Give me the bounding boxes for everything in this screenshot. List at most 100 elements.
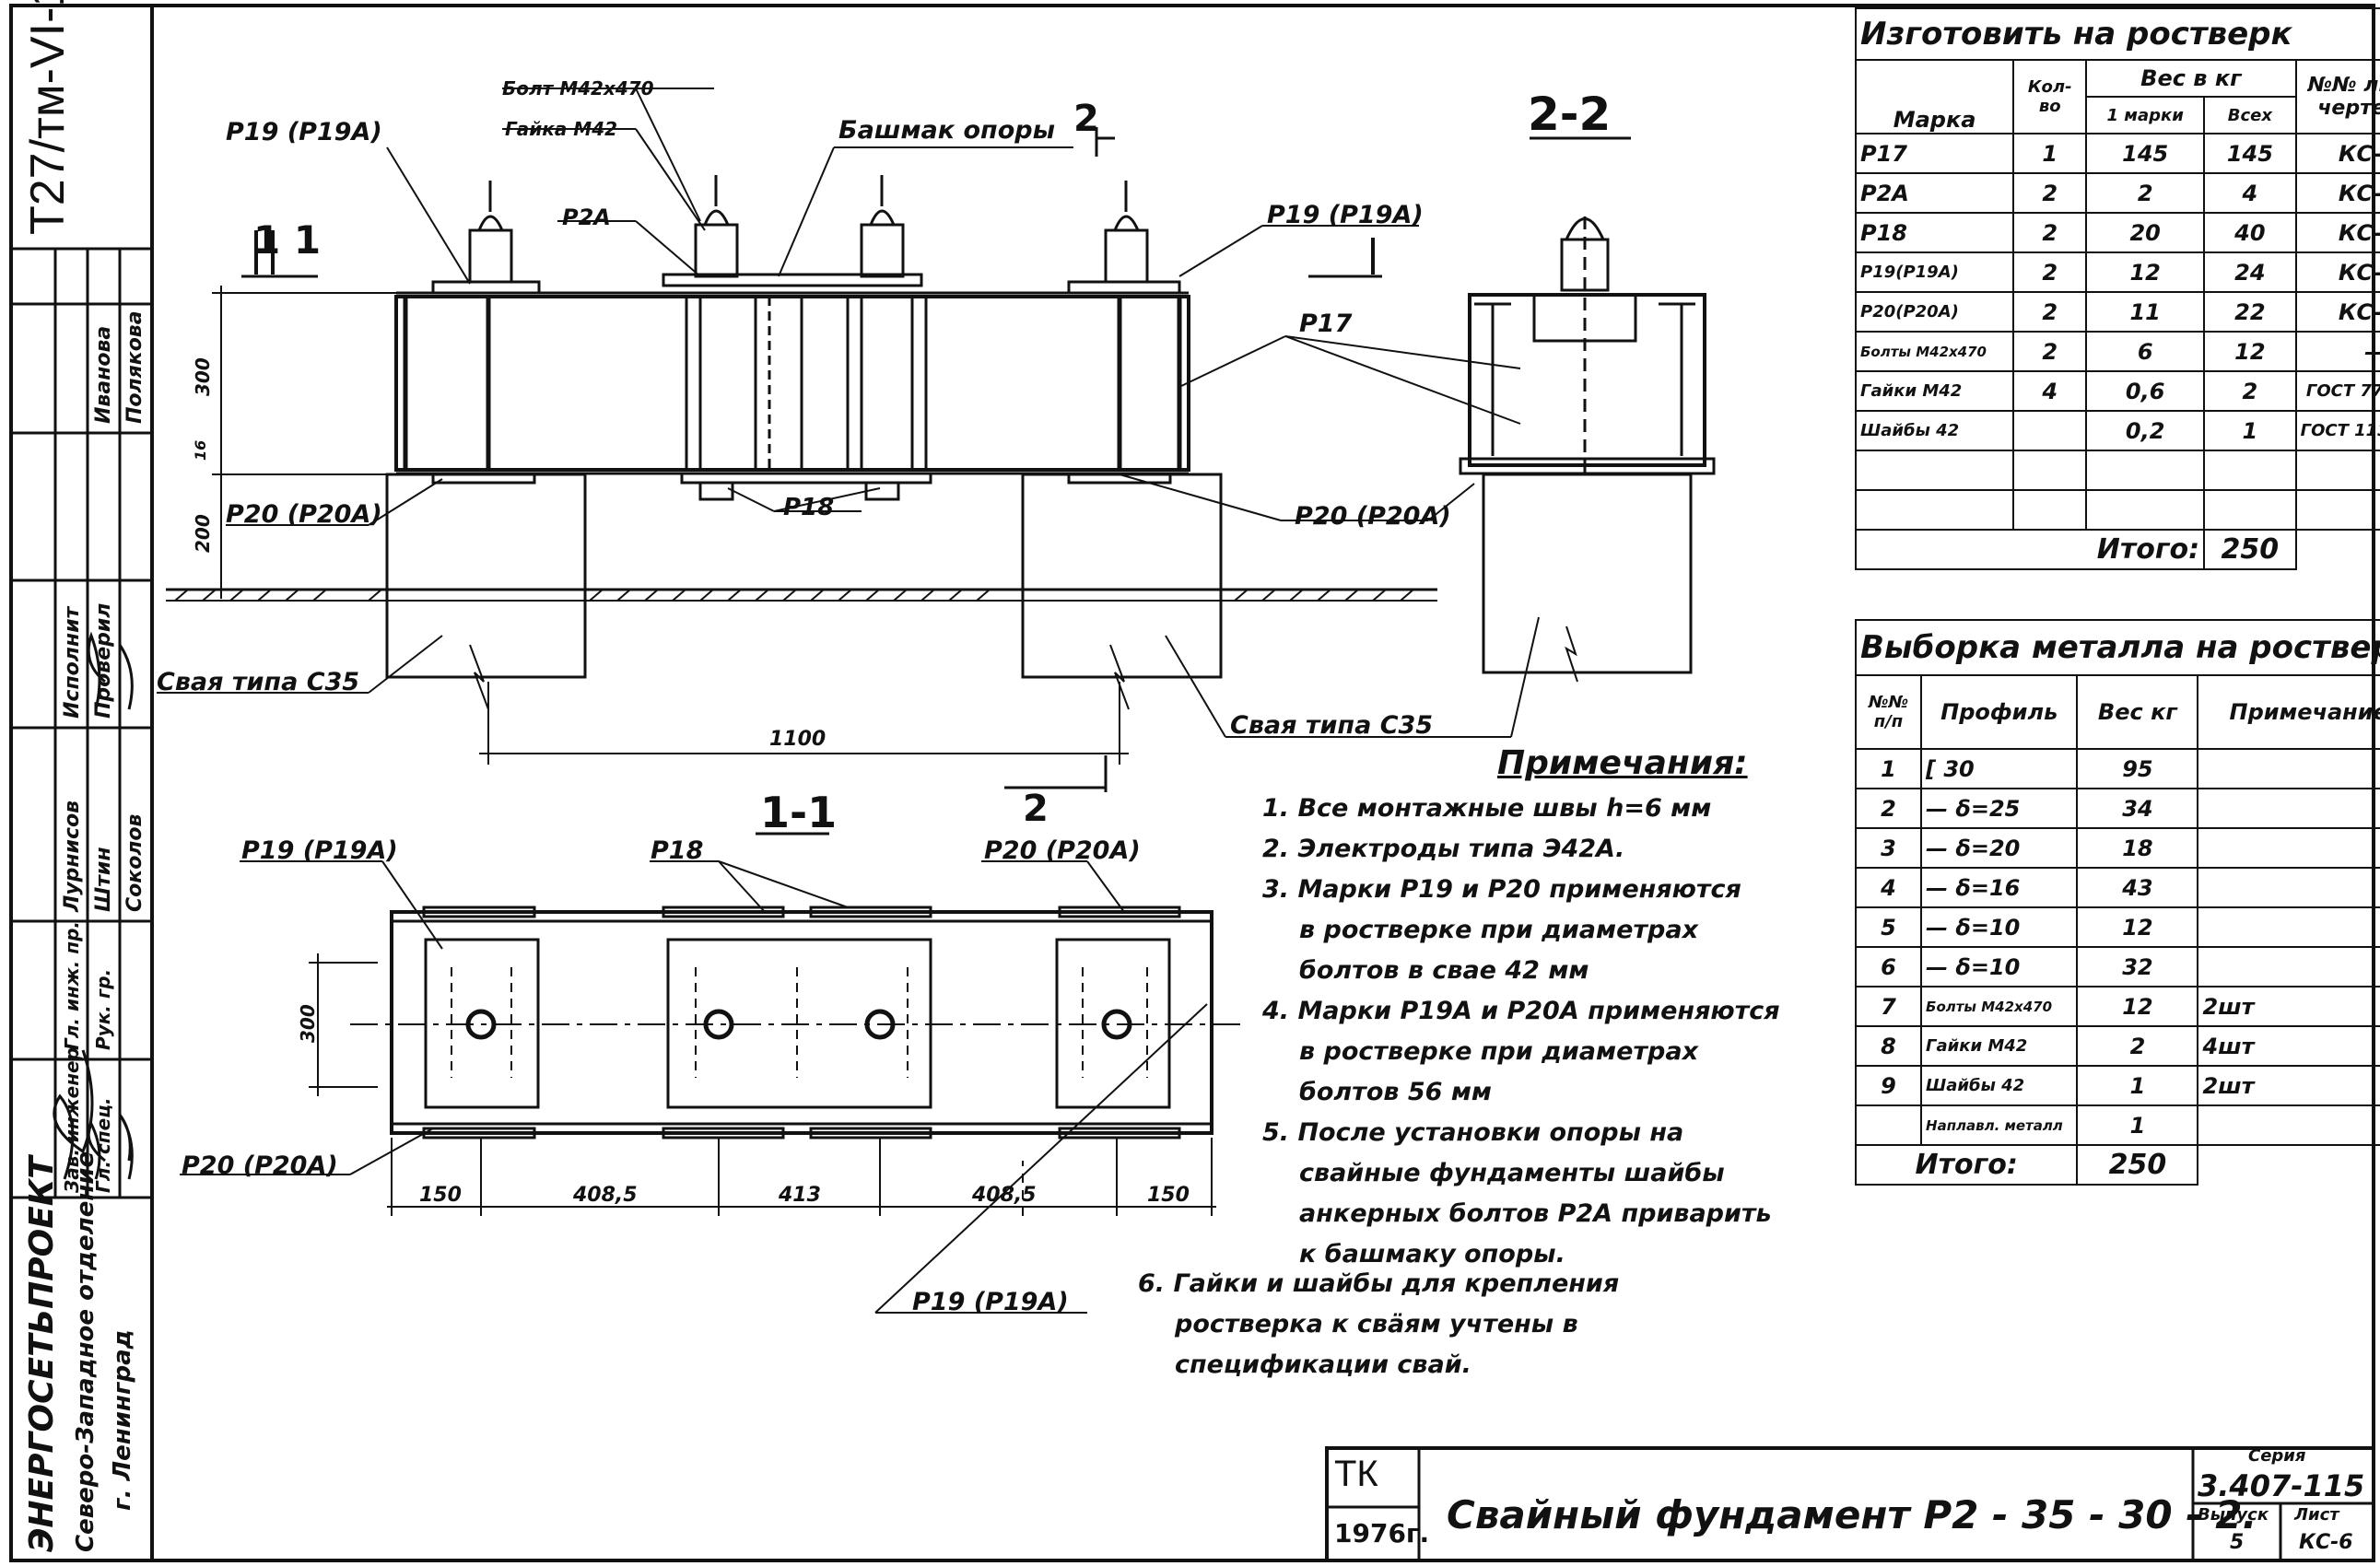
dim-h300: 300 <box>192 357 214 396</box>
note-line: анкерных болтов Р2А приварить <box>1299 1199 1772 1228</box>
table1-header-qty: Кол-во <box>2012 59 2088 134</box>
spec-table-fabricate: Изготовить на ростверк 13 Марка Кол-во В… <box>1854 7 2380 570</box>
note-line: 1. Все монтажные швы h=6 мм <box>1262 794 1712 823</box>
callout-p2a: Р2А <box>562 205 611 230</box>
titleblock-year: 1976г. <box>1334 1518 1430 1548</box>
notes-title: Примечания: <box>1497 744 1748 782</box>
note-line: болтов в свае 42 мм <box>1299 956 1589 985</box>
table1-sheet: 13 <box>2295 7 2380 61</box>
table1-total-row: Итого: 250 <box>1854 529 2380 570</box>
table2-header-note: Примечание <box>2197 674 2380 750</box>
table2-total-value: 250 <box>2076 1144 2199 1186</box>
note-line: 5. После установки опоры на <box>1262 1118 1684 1147</box>
table1-header-w-all: Всех <box>2203 96 2297 134</box>
table-row-empty <box>1854 489 2380 531</box>
dim-408a: 408,5 <box>573 1184 638 1207</box>
dim-150b: 150 <box>1147 1184 1190 1207</box>
callout-plan-p19-left: Р19 (Р19А) <box>241 836 398 865</box>
table1-header-mark: Марка <box>1854 59 2015 134</box>
note-line: 3. Марки Р19 и Р20 применяются <box>1262 875 1741 904</box>
callout-p20-right: Р20 (Р20А) <box>1295 502 1451 531</box>
ground-hatch <box>174 589 1414 602</box>
titleblock-sheet: КС-6 <box>2299 1531 2353 1554</box>
titleblock-title: Свайный фундамент Р2 - 35 - 30 - 2. <box>1447 1492 2257 1537</box>
callout-pile-right: Свая типа С35 <box>1230 711 1434 740</box>
callout-pile-left: Свая типа С35 <box>157 668 360 696</box>
plan-view <box>180 755 1244 1314</box>
table1-header-weight: Вес в кг <box>2085 59 2297 98</box>
titleblock-series-label: Серия <box>2248 1446 2306 1466</box>
titleblock-tk: ТК <box>1334 1454 1378 1494</box>
titleblock-series: 3.407-115 <box>2198 1468 2365 1503</box>
callout-p17: Р17 <box>1299 310 1353 338</box>
table1-header-drawings: №№ листов чертежей <box>2294 59 2380 134</box>
bolts-front <box>468 175 1149 501</box>
table2-header-num: №№ п/п <box>1854 674 1923 750</box>
front-view <box>157 88 1540 765</box>
note-line: 4. Марки Р19А и Р20А применяются <box>1262 997 1780 1025</box>
titleblock-issue: 5 <box>2230 1531 2245 1554</box>
notes-list: 1. Все монтажные швы h=6 мм 2. Электроды… <box>1262 794 1852 1280</box>
table1-total-value: 250 <box>2203 529 2297 570</box>
note-line: свайные фундаменты шайбы <box>1299 1159 1725 1187</box>
dim-h200: 200 <box>192 514 214 553</box>
note-line: 2. Электроды типа Э42А. <box>1262 835 1625 863</box>
titleblock-issue-label: Выпуск <box>2198 1505 2269 1525</box>
front-view-mark: 1 1 <box>253 217 322 263</box>
cut-mark-plan: 2 <box>1023 788 1049 830</box>
note-line: в ростверке при диаметрах <box>1299 1037 1699 1066</box>
note-line: в ростверке при диаметрах <box>1299 916 1699 944</box>
note-line: 6. Гайки и шайбы для крепления <box>1138 1269 1620 1298</box>
callout-plan-p18: Р18 <box>651 836 704 865</box>
note-line: ростверка к свäям учтены в <box>1175 1310 1578 1338</box>
callout-plan-p19-bottom: Р19 (Р19А) <box>912 1288 1069 1316</box>
titleblock-sheet-label: Лист <box>2294 1505 2339 1525</box>
callout-p19-right: Р19 (Р19А) <box>1267 201 1424 229</box>
side-view <box>1459 136 1716 683</box>
stamp-grid <box>11 247 152 1199</box>
note-line: болтов 56 мм <box>1299 1078 1492 1106</box>
callout-nut: Гайка М42 <box>505 118 618 140</box>
notes-list-tail: 6. Гайки и шайбы для крепления ростверка… <box>1138 1269 1783 1391</box>
table2-total-label: Итого: <box>1854 1144 2079 1186</box>
callout-plan-p20-right: Р20 (Р20А) <box>984 836 1141 865</box>
table1-header-w-one: 1 марки <box>2085 96 2206 134</box>
dim-h16: 16 <box>192 439 209 461</box>
dim-413: 413 <box>779 1184 821 1207</box>
callout-shoe: Башмак опоры <box>838 116 1055 145</box>
dim-408b: 408,5 <box>972 1184 1037 1207</box>
table1-total-label: Итого: <box>1854 529 2206 570</box>
callout-p20-left: Р20 (Р20А) <box>226 500 382 529</box>
title-block-grid <box>1325 1446 2375 1562</box>
callout-plan-p20-left: Р20 (Р20А) <box>182 1151 338 1180</box>
dim-span: 1100 <box>769 728 827 751</box>
note-line: спецификации свай. <box>1175 1350 1471 1379</box>
plan-view-title: 1-1 <box>760 788 838 837</box>
cut-mark-top: 2 <box>1073 98 1099 140</box>
dim-plan-width: 300 <box>297 1004 319 1043</box>
callout-bolt: Болт М42x470 <box>502 77 654 99</box>
callout-p19-left: Р19 (Р19А) <box>226 118 382 146</box>
note-line: к башмаку опоры. <box>1299 1240 1565 1268</box>
side-view-title: 2-2 <box>1528 88 1612 141</box>
table1-title: Изготовить на ростверк <box>1855 7 2296 61</box>
